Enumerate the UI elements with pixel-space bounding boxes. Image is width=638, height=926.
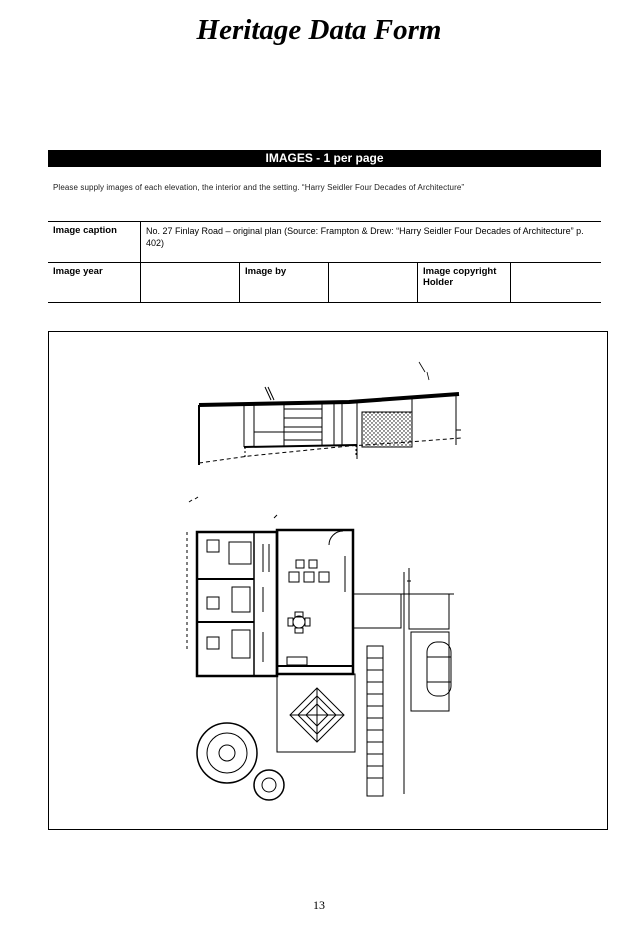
copyright-value [510,262,601,303]
section-elevation [198,361,462,465]
page-number: 13 [313,898,325,912]
year-value [140,262,240,303]
copyright-label: Image copyright Holder [417,262,511,303]
floor-plan-drawing [186,361,462,801]
section-header-images: IMAGES - 1 per page [48,150,601,167]
caption-row: Image caption No. 27 Finlay Road – origi… [48,221,601,263]
by-value [328,262,418,303]
instructions-text: Please supply images of each elevation, … [53,183,465,192]
by-label: Image by [239,262,329,303]
page-title: Heritage Data Form [196,14,442,46]
caption-label: Image caption [48,221,141,263]
year-label: Image year [48,262,141,303]
floor-plan [186,496,454,801]
image-metadata-table: Image caption No. 27 Finlay Road – origi… [48,221,601,303]
image-frame [48,331,608,830]
caption-value: No. 27 Finlay Road – original plan (Sour… [140,221,601,263]
details-row: Image year Image by Image copyright Hold… [48,262,601,303]
